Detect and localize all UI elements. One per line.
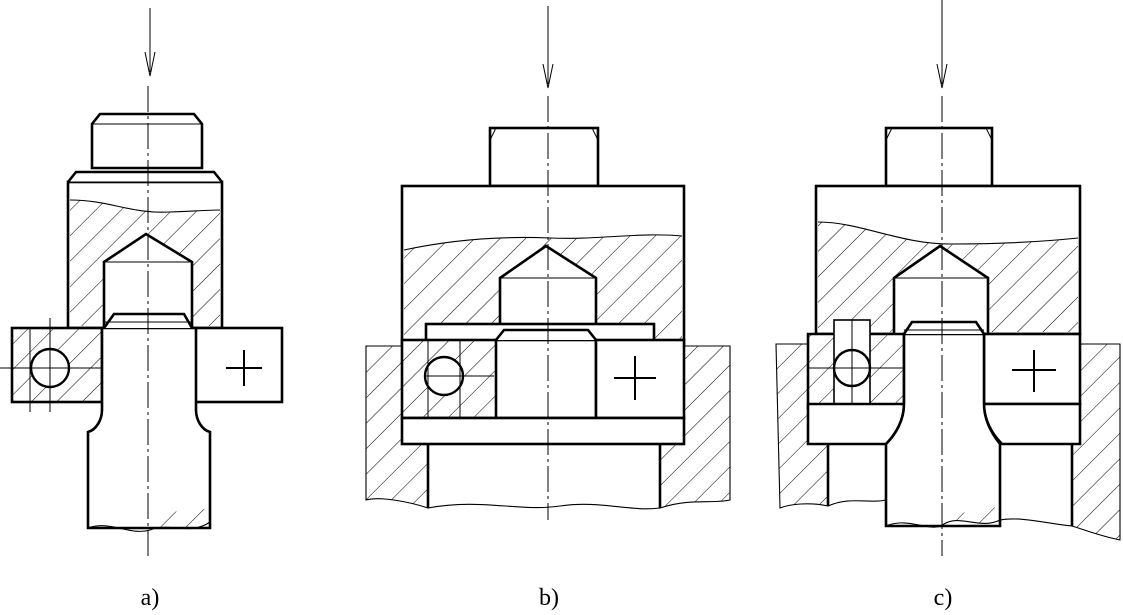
shaft-c [884, 332, 1002, 528]
top-cap-b [488, 126, 600, 188]
subfigure-b [365, 6, 731, 520]
top-cap-c [884, 126, 994, 188]
cross-mark-b [614, 356, 656, 400]
shaft-b [494, 338, 598, 420]
cross-mark-a [226, 350, 262, 386]
subfigure-c [775, 0, 1121, 556]
ring-right-a [188, 326, 284, 404]
top-cap-a [90, 112, 204, 170]
caption-a: a) [140, 585, 160, 611]
cross-mark-c [1012, 350, 1056, 392]
base-plate-c [806, 402, 906, 446]
subfigure-a [0, 8, 284, 556]
caption-b: b) [539, 585, 559, 611]
caption-c: c) [933, 585, 953, 611]
pin-c [892, 244, 990, 338]
shaft-a [86, 326, 212, 530]
base-plate-b [400, 416, 686, 446]
